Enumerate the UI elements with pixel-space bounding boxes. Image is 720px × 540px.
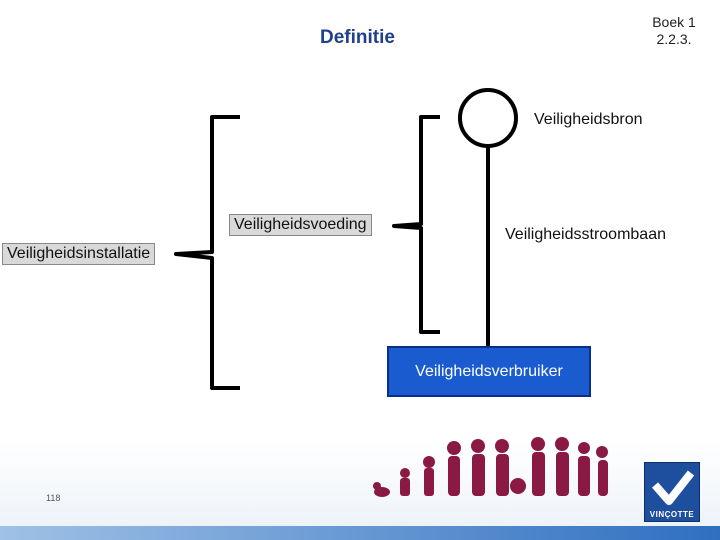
source-circle: [460, 90, 516, 146]
source-label: Veiligheidsbron: [534, 111, 643, 129]
inner-brace: [394, 117, 440, 332]
page-number: 118: [46, 493, 60, 503]
company-logo: VINÇOTTE: [644, 462, 700, 522]
outer-brace: [176, 117, 240, 388]
supply-label: Veiligheidsvoeding: [229, 214, 372, 236]
logo-text: VINÇOTTE: [645, 510, 699, 519]
checkmark-icon: [645, 465, 699, 511]
circuit-label: Veiligheidsstroombaan: [505, 226, 666, 244]
footer-bar: [0, 526, 720, 540]
consumer-box: Veiligheidsverbruiker: [387, 346, 591, 397]
installation-label: Veiligheidsinstallatie: [2, 243, 155, 265]
consumer-label: Veiligheidsverbruiker: [415, 363, 563, 381]
life-stages-illustration: [372, 430, 612, 500]
